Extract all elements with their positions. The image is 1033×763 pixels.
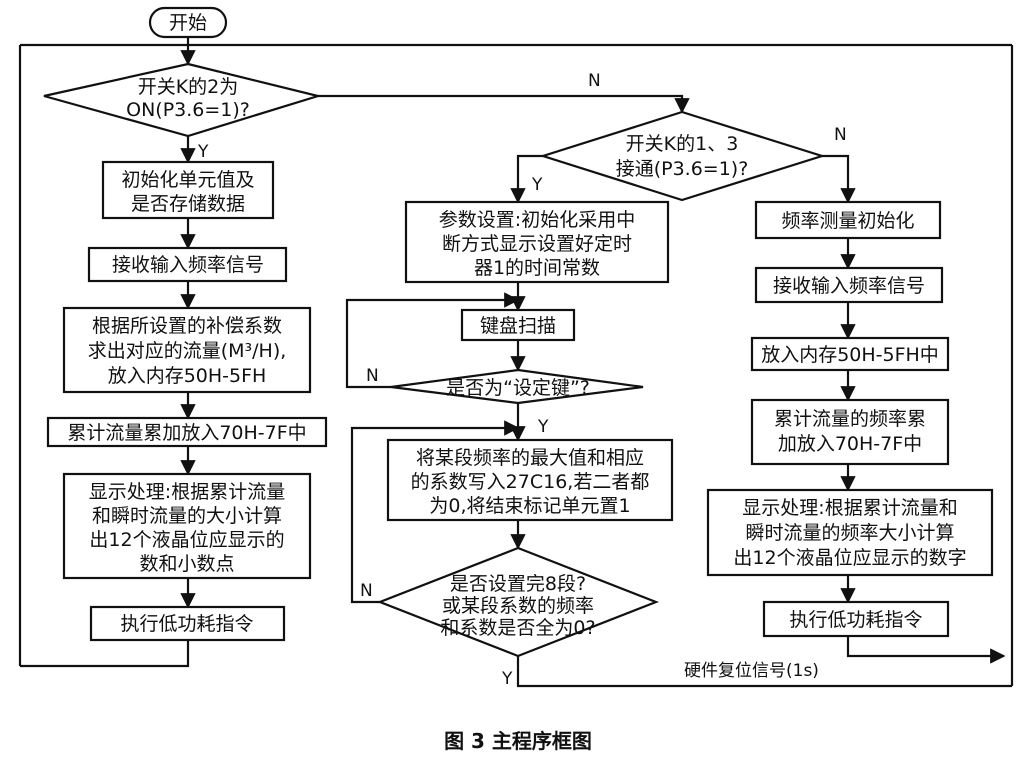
- middle-write-box: [386, 438, 674, 522]
- left-display-box: [62, 472, 312, 580]
- middle-write-line-3: 为0,将结束标记单元置1: [429, 495, 630, 517]
- middle-write-line-1: 将某段频率的最大值和相应: [416, 447, 644, 469]
- right-receive-line-1: 接收输入频率信号: [773, 275, 925, 297]
- left-display-line-1: 显示处理:根据累计流量: [89, 481, 285, 503]
- edge-setkey-no: [345, 292, 520, 389]
- right-receive-box: [754, 266, 944, 304]
- middle-decision-line-2: 接通(P3.6=1)?: [616, 158, 749, 180]
- left-init-line-1: 初始化单元值及: [121, 169, 254, 191]
- right-lowpower-line-1: 执行低功耗指令: [789, 609, 922, 631]
- edge-done-no: [350, 420, 520, 604]
- connectors: [18, 37, 1014, 688]
- left-decision-diamond: [43, 62, 323, 138]
- right-lowpower-box: [762, 600, 950, 638]
- label-mid-no: N: [834, 125, 847, 145]
- edge-left-no: [318, 94, 690, 114]
- label-left-yes: Y: [197, 142, 209, 162]
- right-display-box: [706, 488, 994, 577]
- branch-labels: Y N Y N N Y N Y 硬件复位信号(1s): [197, 71, 847, 689]
- start-terminal: [148, 6, 228, 39]
- left-compute-box: [62, 306, 312, 394]
- middle-decision-diamond: [539, 110, 826, 202]
- left-decision-line-1: 开关K的2为: [138, 76, 239, 98]
- left-init-line-2: 是否存储数据: [131, 193, 245, 215]
- right-freqinit-line-1: 频率测量初始化: [781, 210, 914, 232]
- middle-done-line-2: 或某段系数的频率: [442, 595, 594, 617]
- edge-hw-reset: [846, 636, 1006, 664]
- edge-mid-no: [822, 154, 856, 204]
- middle-done-diamond: [376, 546, 660, 658]
- middle-scan-line-1: 键盘扫描: [480, 315, 556, 337]
- middle-param-line-3: 器1的时间常数: [474, 257, 600, 279]
- right-accumulate-line-2: 加放入70H-7F中: [778, 433, 922, 455]
- right-display-line-3: 出12个液晶位应显示的数字: [733, 547, 966, 569]
- start-label: 开始: [169, 12, 207, 34]
- left-receive-box: [87, 246, 288, 283]
- left-display-line-2: 和瞬时流量的大小计算: [92, 505, 282, 527]
- left-compute-line-2: 求出对应的流量(M³/H),: [88, 340, 287, 362]
- middle-done-line-3: 和系数是否全为0?: [440, 617, 595, 639]
- left-lowpower-line-1: 执行低功耗指令: [120, 613, 253, 635]
- right-display-line-2: 瞬时流量的频率大小计算: [745, 522, 954, 544]
- middle-param-line-1: 参数设置:初始化采用中: [439, 209, 635, 231]
- middle-param-line-2: 断方式显示设置好定时: [442, 233, 632, 255]
- middle-decision-line-1: 开关K的1、3: [626, 133, 739, 155]
- left-compute-line-3: 放入内存50H-5FH: [108, 365, 267, 387]
- label-setkey-yes: Y: [537, 417, 549, 437]
- label-mid-yes: Y: [531, 175, 543, 195]
- left-accumulate-box: [46, 416, 328, 448]
- right-accumulate-line-1: 累计流量的频率累: [774, 408, 926, 430]
- right-store-box: [750, 336, 950, 372]
- edge-left-return: [20, 640, 190, 668]
- middle-setkey-diamond: [390, 368, 644, 405]
- left-lowpower-box: [89, 605, 286, 642]
- middle-setkey-line-1: 是否为“设定键”?: [446, 377, 590, 399]
- middle-param-box: [404, 200, 670, 284]
- label-done-no: N: [360, 581, 373, 601]
- node-text: 开始 开关K的2为 ON(P3.6=1)? 初始化单元值及 是否存储数据 接收输…: [67, 12, 966, 639]
- label-setkey-no: N: [366, 366, 379, 386]
- label-left-no: N: [588, 71, 601, 91]
- left-accumulate-line-1: 累计流量累加放入70H-7F中: [67, 422, 306, 444]
- middle-done-line-1: 是否设置完8段?: [450, 573, 586, 595]
- middle-scan-box: [460, 308, 576, 342]
- edge-done-yes: [516, 656, 1012, 688]
- figure-caption: 图 3 主程序框图: [444, 729, 592, 753]
- edge-mid-yes: [510, 154, 543, 204]
- left-compute-line-1: 根据所设置的补偿系数: [92, 315, 282, 337]
- right-display-line-1: 显示处理:根据累计流量和: [742, 497, 957, 519]
- label-hw-reset: 硬件复位信号(1s): [684, 661, 819, 681]
- left-decision-line-2: ON(P3.6=1)?: [126, 99, 250, 121]
- left-receive-line-1: 接收输入频率信号: [112, 254, 264, 276]
- shapes: [43, 6, 994, 658]
- middle-write-line-2: 的系数写入27C16,若二者都: [411, 471, 650, 493]
- left-display-line-3: 出12个液晶位应显示的: [89, 529, 284, 551]
- label-done-yes: Y: [501, 669, 513, 689]
- left-init-box: [101, 160, 275, 220]
- right-store-line-1: 放入内存50H-5FH中: [761, 344, 939, 366]
- right-accumulate-box: [750, 398, 950, 466]
- right-freqinit-box: [754, 200, 942, 240]
- left-display-line-4: 数和小数点: [139, 553, 234, 575]
